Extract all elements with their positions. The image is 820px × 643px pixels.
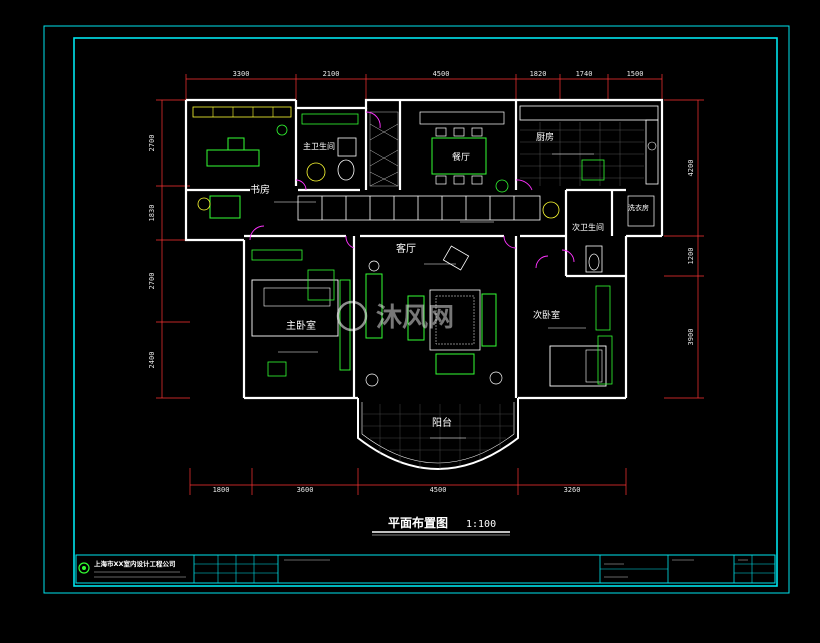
utility-sink — [627, 195, 655, 227]
storage-hatch — [369, 111, 399, 187]
dim-bottom-4: 3260 — [564, 486, 581, 494]
dim-bottom-3: 4500 — [430, 486, 447, 494]
corridor-cabinet — [297, 195, 541, 221]
second-bed-furniture — [549, 285, 613, 387]
title-block-fine-text — [94, 559, 748, 578]
guest-bath-fixtures — [542, 201, 603, 273]
dim-top-1: 3300 — [233, 70, 250, 78]
dim-right-3: 3900 — [687, 329, 695, 346]
room-label-study: 书房 — [250, 183, 270, 196]
dim-bottom-1: 1800 — [213, 486, 230, 494]
dim-top-2: 2100 — [323, 70, 340, 78]
dim-left-3: 2700 — [148, 273, 156, 290]
balcony — [357, 398, 519, 470]
living-furniture — [365, 245, 503, 387]
dim-left-1: 2700 — [148, 135, 156, 152]
dimension-labels: 3300 2100 4500 1820 1740 1500 1800 3600 … — [148, 70, 695, 494]
dim-left-2: 1830 — [148, 205, 156, 222]
dim-right-2: 1200 — [687, 248, 695, 265]
master-bed-furniture — [251, 249, 351, 377]
room-label-guest-bath: 次卫生间 — [572, 222, 604, 232]
room-label-master-bath: 主卫生间 — [303, 141, 335, 151]
dining-furniture — [419, 111, 509, 193]
watermark: 沐风网 — [336, 300, 454, 333]
dim-bottom-2: 3600 — [297, 486, 314, 494]
walls — [184, 98, 664, 400]
dim-top-6: 1500 — [627, 70, 644, 78]
room-label-kitchen: 厨房 — [536, 131, 554, 143]
outer-frame — [43, 25, 790, 594]
room-label-living: 客厅 — [396, 242, 416, 255]
room-label-utility: 洗衣房 — [628, 203, 649, 212]
room-label-balcony: 阳台 — [432, 416, 452, 429]
watermark-logo-icon — [336, 300, 368, 332]
dim-top-4: 1820 — [530, 70, 547, 78]
drawing-title: 平面布置图 — [388, 515, 448, 530]
annotation-strokes — [274, 153, 594, 439]
title-block — [75, 554, 776, 584]
room-label-dining: 餐厅 — [452, 151, 470, 163]
room-label-second-bed: 次卧室 — [533, 309, 560, 321]
dim-top-3: 4500 — [433, 70, 450, 78]
inner-frame — [73, 37, 778, 587]
dim-right-1: 4200 — [687, 160, 695, 177]
master-bath-fixtures — [301, 113, 359, 182]
kitchen-fixtures — [519, 105, 659, 186]
study-furniture — [192, 106, 292, 219]
doors — [249, 111, 575, 269]
company-logo-icon — [78, 562, 90, 574]
room-label-master-bed: 主卧室 — [286, 319, 316, 332]
watermark-text: 沐风网 — [376, 303, 454, 333]
drawing-scale: 1:100 — [466, 519, 496, 530]
dim-top-5: 1740 — [576, 70, 593, 78]
dim-left-4: 2400 — [148, 352, 156, 369]
company-name: 上海市XX室内设计工程公司 — [94, 559, 176, 568]
dimension-lines — [156, 74, 704, 495]
